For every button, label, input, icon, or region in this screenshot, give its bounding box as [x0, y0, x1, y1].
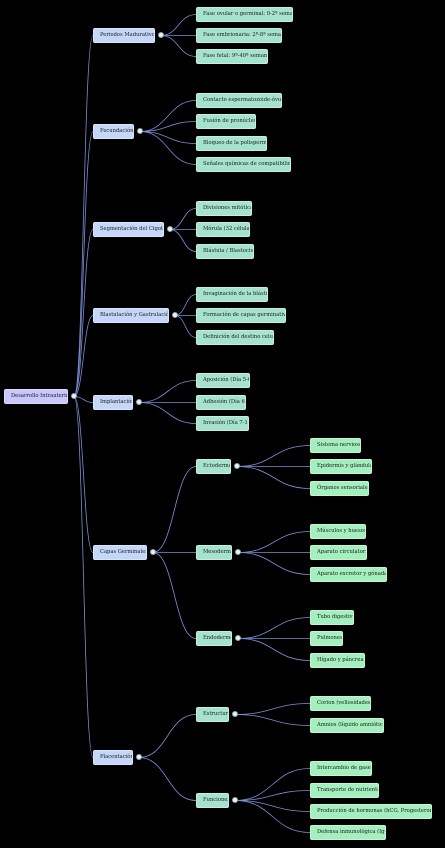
leaf-senales[interactable]: Señales químicas de compatibilidad: [196, 157, 291, 172]
connector-line: [237, 531, 311, 553]
connector-line: [73, 229, 94, 397]
leaf-transporte[interactable]: Transporte de nutrientes: [310, 783, 379, 798]
leaf-morula[interactable]: Mórula (32 células): [196, 222, 250, 237]
branch-fecundacion[interactable]: Fecundación: [93, 124, 134, 139]
connector-line: [139, 131, 197, 165]
branch-implantacion[interactable]: Implantación: [93, 395, 133, 410]
connector-line: [234, 800, 311, 812]
connector-line: [152, 552, 197, 639]
connector-line: [169, 229, 197, 252]
leaf-fase-fetal[interactable]: Fase fetal: 9ª-40ª semana: [196, 49, 268, 64]
toggle-fecundacion-icon[interactable]: [137, 128, 143, 134]
connector-line: [234, 768, 311, 801]
leaf-sistema-nervioso[interactable]: Sistema nervioso: [310, 438, 361, 453]
branch-placentacion[interactable]: Placentación: [93, 750, 133, 765]
leaf-pulmones[interactable]: Pulmones: [310, 631, 343, 646]
leaf-definicion[interactable]: Definición del destino celular: [196, 330, 274, 345]
leaf-circulatorio[interactable]: Aparato circulatorio: [310, 545, 367, 560]
connector-line: [174, 294, 197, 316]
connector-line: [152, 466, 197, 553]
leaf-amnios[interactable]: Amnios (líquido amniótico): [310, 718, 384, 733]
connector-line: [160, 35, 197, 57]
connector-line: [169, 208, 197, 230]
connector-line: [234, 790, 311, 801]
node-root[interactable]: Desarrollo Intrauterino: [4, 389, 68, 404]
sub-ectodermo[interactable]: Ectodermo: [196, 459, 231, 474]
branch-segmentacion[interactable]: Segmentación del Cigoto: [93, 222, 164, 237]
leaf-intercambio[interactable]: Intercambio de gases: [310, 761, 372, 776]
leaf-musculos[interactable]: Músculos y huesos: [310, 524, 366, 539]
leaf-fase-embrionaria[interactable]: Fase embrionaria: 2ª-8ª semana: [196, 28, 282, 43]
connector-line: [73, 396, 94, 553]
toggle-estructura-icon[interactable]: [232, 711, 238, 717]
connector-line: [234, 714, 311, 726]
toggle-capas-icon[interactable]: [150, 549, 156, 555]
connector-line: [174, 315, 197, 338]
leaf-fase-ovular[interactable]: Fase ovular o germinal: 0-2ª semana: [196, 7, 293, 22]
toggle-placentacion-icon[interactable]: [136, 754, 142, 760]
connector-line: [236, 445, 311, 467]
connector-line: [138, 402, 197, 424]
sub-mesodermo[interactable]: Mesodermo: [196, 545, 232, 560]
connector-line: [237, 552, 311, 575]
leaf-hormonas[interactable]: Producción de hormonas (hCG, Progesteron…: [310, 804, 432, 819]
leaf-fusion[interactable]: Fusión de pronúcleos: [196, 114, 256, 129]
leaf-organos-sensoriales[interactable]: Órganos sensoriales: [310, 481, 369, 496]
sub-estructura[interactable]: Estructura: [196, 707, 229, 722]
connector-line: [237, 638, 311, 661]
leaf-adhesion[interactable]: Adhesión (Día 6-7): [196, 395, 246, 410]
leaf-corion[interactable]: Corion (vellosidades): [310, 696, 371, 711]
connector-line: [237, 617, 311, 639]
toggle-endodermo-icon[interactable]: [235, 635, 241, 641]
leaf-tubo-digestivo[interactable]: Tubo digestivo: [310, 610, 354, 625]
leaf-bloqueo[interactable]: Bloqueo de la polispermia: [196, 136, 267, 151]
connector-line: [73, 35, 94, 397]
connector-line: [139, 121, 197, 132]
connector-line: [73, 131, 94, 397]
branch-capas[interactable]: Capas Germinales: [93, 545, 147, 560]
leaf-defensa[interactable]: Defensa inmunológica (IgG): [310, 825, 386, 840]
leaf-excretor[interactable]: Aparato excretor y gónadas: [310, 567, 387, 582]
connector-line: [138, 380, 197, 403]
sub-funciones[interactable]: Funciones: [196, 793, 229, 808]
branch-periodos[interactable]: Periodos Madurativos: [93, 28, 155, 43]
toggle-implantacion-icon[interactable]: [136, 399, 142, 405]
toggle-funciones-icon[interactable]: [232, 797, 238, 803]
toggle-ectodermo-icon[interactable]: [234, 463, 240, 469]
connector-line: [234, 703, 311, 715]
sub-endodermo[interactable]: Endodermo: [196, 631, 232, 646]
connector-line: [236, 466, 311, 489]
branch-blastulacion[interactable]: Blastulación y Gastrulación: [93, 308, 169, 323]
connector-line: [73, 396, 94, 758]
leaf-formacion[interactable]: Formación de capas germinativas: [196, 308, 286, 323]
toggle-blastulacion-icon[interactable]: [172, 312, 178, 318]
toggle-periodos-icon[interactable]: [158, 32, 164, 38]
connector-line: [139, 131, 197, 144]
leaf-aposicion[interactable]: Aposición (Día 5-6): [196, 373, 250, 388]
connector-line: [138, 714, 197, 758]
connector-line: [160, 14, 197, 36]
toggle-mesodermo-icon[interactable]: [235, 549, 241, 555]
leaf-divisiones[interactable]: Divisiones mitóticas: [196, 201, 252, 216]
connector-line: [138, 757, 197, 801]
toggle-root-icon[interactable]: [71, 393, 77, 399]
leaf-blastula[interactable]: Blástula / Blastocisto: [196, 244, 254, 259]
connector-line: [139, 100, 197, 132]
leaf-invasion[interactable]: Invasión (Día 7-10): [196, 416, 249, 431]
leaf-contacto[interactable]: Contacto espermatozoide-óvulo: [196, 93, 282, 108]
toggle-segmentacion-icon[interactable]: [167, 226, 173, 232]
leaf-epidermis[interactable]: Epidermis y glándulas: [310, 459, 372, 474]
connector-line: [234, 800, 311, 833]
leaf-higado[interactable]: Hígado y páncreas: [310, 653, 365, 668]
leaf-invaginacion[interactable]: Invaginación de la blástula: [196, 287, 268, 302]
